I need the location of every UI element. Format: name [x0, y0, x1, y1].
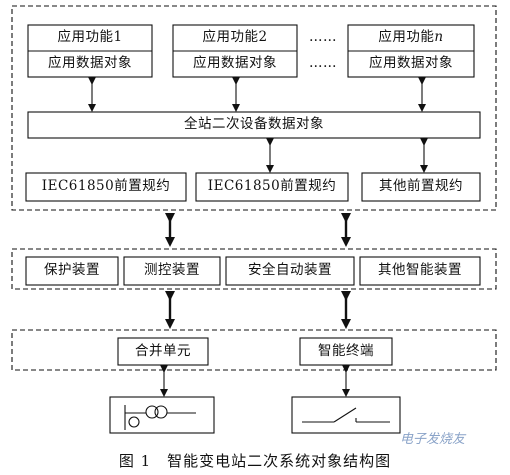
merging-unit-box [117, 337, 209, 366]
station-data-object-label: 全站二次设备数据对象 [184, 116, 324, 133]
app-data-object-2-label: 应用数据对象 [193, 55, 277, 72]
ellipsis-top: …… [309, 29, 337, 46]
other-intelligent-device-box [359, 256, 481, 286]
app-data-object-n-label: 应用数据对象 [369, 55, 453, 72]
app-function-2-label: 应用功能2 [202, 29, 268, 46]
ellipsis-bottom: …… [309, 55, 337, 72]
measure-control-device-label: 测控装置 [144, 262, 200, 279]
process-layer-frame [11, 329, 497, 371]
protection-device-label: 保护装置 [44, 262, 100, 279]
app-function-n-variable: n [434, 29, 444, 46]
transformer-icon [124, 405, 196, 430]
application-layer-frame [11, 5, 497, 211]
switch-icon [302, 407, 390, 423]
app-function-1-label: 应用功能1 [57, 29, 123, 46]
transformer-equipment-box [109, 396, 215, 434]
iec61850-protocol-box-2 [195, 172, 349, 202]
safety-auto-device-label: 安全自动装置 [248, 262, 332, 279]
other-intelligent-device-label: 其他智能装置 [378, 262, 462, 279]
bay-layer-frame [11, 248, 497, 290]
protection-device-box [25, 256, 119, 286]
iec61850-protocol-box-1 [25, 172, 187, 202]
other-protocol-label: 其他前置规约 [379, 178, 463, 195]
merging-unit-label: 合并单元 [135, 342, 191, 359]
iec61850-protocol-label-1: IEC61850前置规约 [41, 178, 171, 195]
station-data-object-box [27, 111, 481, 139]
other-protocol-box [361, 172, 481, 202]
iec61850-protocol-label-2: IEC61850前置规约 [207, 178, 337, 195]
app-function-n-prefix: 应用功能 [378, 29, 435, 46]
smart-terminal-label: 智能终端 [318, 342, 374, 359]
measure-control-device-box [123, 256, 221, 286]
smart-terminal-box [299, 337, 393, 366]
safety-auto-device-box [225, 256, 355, 286]
app-data-object-1-label: 应用数据对象 [48, 55, 132, 72]
watermark: 电子发烧友 [400, 431, 466, 446]
figure-caption: 图 1 智能变电站二次系统对象结构图 [118, 452, 392, 470]
